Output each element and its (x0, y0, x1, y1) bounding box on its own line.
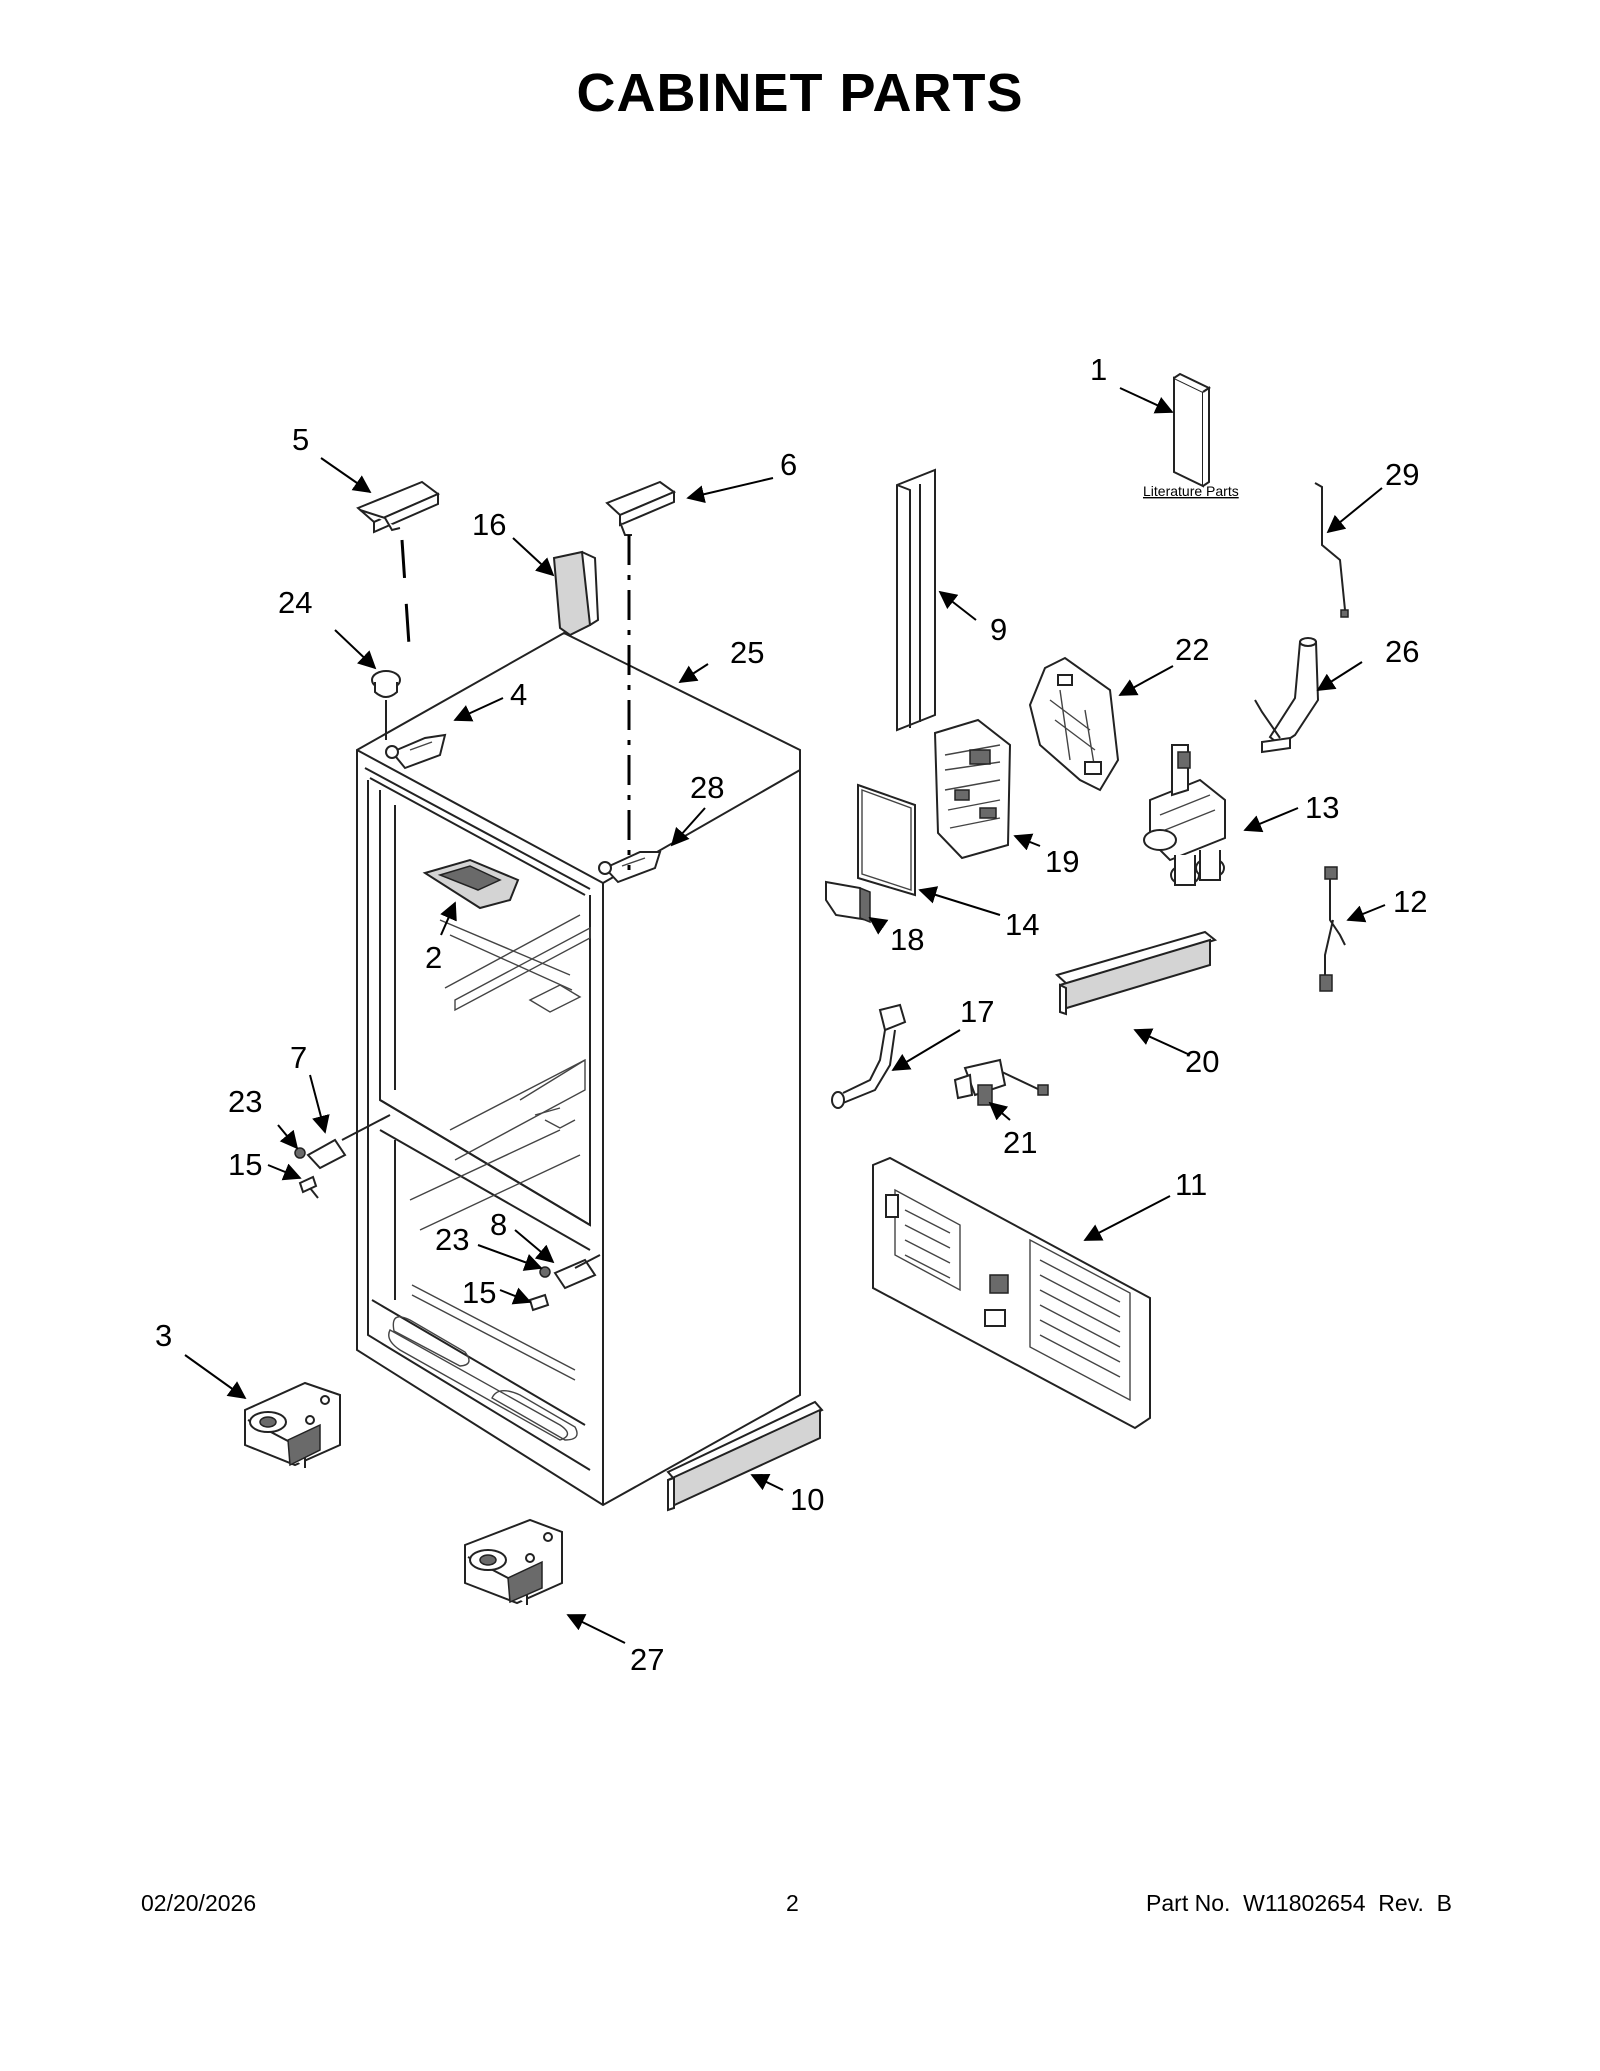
page-title: CABINET PARTS (576, 63, 1024, 123)
callout-7: 7 (290, 1040, 307, 1075)
callout-20: 20 (1185, 1044, 1219, 1079)
callout-18: 18 (890, 922, 924, 957)
callout-13: 13 (1305, 790, 1339, 825)
callout-16: 16 (472, 507, 506, 542)
callout-3: 3 (155, 1318, 172, 1353)
part-wire-harness (1319, 866, 1346, 992)
callout-25: 25 (730, 635, 764, 670)
callout-15a: 15 (228, 1147, 262, 1182)
callout-8: 8 (490, 1207, 507, 1242)
callout-21: 21 (1003, 1125, 1037, 1160)
part-lower-hinge-left (244, 1381, 341, 1468)
assembly-lines (341, 535, 631, 1269)
callout-23a: 23 (228, 1084, 262, 1119)
part-lower-hinge-right (464, 1518, 563, 1605)
part-water-valve (1143, 744, 1226, 886)
part-freezer-rail (1055, 930, 1218, 1016)
part-control-board (933, 718, 1012, 860)
callout-12: 12 (1393, 884, 1427, 919)
callout-23b: 23 (435, 1222, 469, 1257)
callout-29: 29 (1385, 457, 1419, 492)
footer-part-number: Part No. W11802654 Rev. B (1146, 1890, 1452, 1916)
part-upper-hinge-right (605, 480, 677, 536)
callout-22: 22 (1175, 632, 1209, 667)
callout-27: 27 (630, 1642, 664, 1677)
part-water-hose (831, 1003, 907, 1109)
callout-6: 6 (780, 447, 797, 482)
part-literature: Literature Parts (1143, 372, 1239, 499)
callout-28: 28 (690, 770, 724, 805)
part-bushing-top (371, 670, 401, 740)
cabinet (356, 631, 801, 1507)
part-hinge-cover (552, 550, 600, 637)
callout-17: 17 (960, 994, 994, 1029)
callout-10: 10 (790, 1482, 824, 1517)
footer-date: 02/20/2026 (141, 1890, 257, 1916)
part-sensor-wire (1314, 482, 1349, 618)
literature-parts-label: Literature Parts (1143, 483, 1239, 499)
part-vertical-rail (896, 468, 936, 732)
part-cabinet-hinge-left (385, 733, 447, 770)
part-sensor-module (825, 880, 871, 924)
callout-5: 5 (292, 422, 309, 457)
callout-1: 1 (1090, 352, 1107, 387)
part-cabinet-hinge-right (598, 851, 662, 884)
callout-14: 14 (1005, 907, 1039, 942)
part-dispenser-valve (953, 1058, 1049, 1106)
part-fill-tube (1254, 637, 1320, 754)
part-center-hinge-right (528, 1258, 597, 1312)
callout-11: 11 (1175, 1167, 1207, 1202)
part-upper-hinge-left (356, 480, 440, 534)
part-center-hinge-left (294, 1138, 347, 1199)
callout-24: 24 (278, 585, 312, 620)
part-board-cover (857, 783, 916, 897)
callout-26: 26 (1385, 634, 1419, 669)
callout-15b: 15 (462, 1275, 496, 1310)
callout-19: 19 (1045, 844, 1079, 879)
part-bottom-rail (666, 1400, 824, 1512)
part-control-bracket (1028, 656, 1120, 792)
callout-9: 9 (990, 612, 1007, 647)
part-inner-bracket (422, 858, 520, 910)
footer-page-number: 2 (786, 1890, 799, 1916)
part-rear-access-panel (872, 1156, 1151, 1430)
callout-labels: 1 2 3 4 5 6 7 8 9 10 11 12 13 14 15 15 1… (155, 352, 1427, 1677)
callout-arrows (184, 387, 1386, 1644)
callout-2: 2 (425, 940, 442, 975)
callout-4: 4 (510, 677, 527, 712)
